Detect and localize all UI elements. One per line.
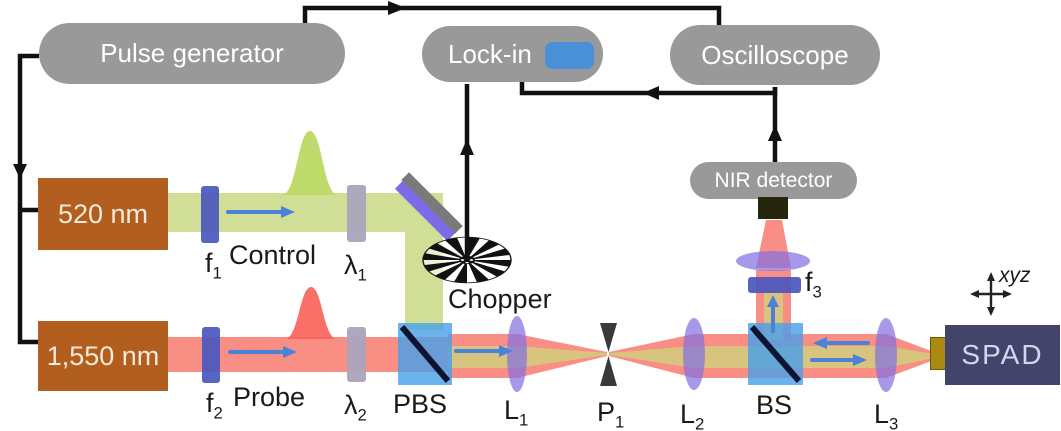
laser-1550nm-label: 1,550 nm	[46, 340, 160, 371]
nir-detector-label: NIR detector	[714, 168, 833, 192]
signal-arrowheads	[13, 1, 782, 179]
mirror-front-bar	[394, 180, 456, 242]
label-f1: f1	[205, 248, 222, 283]
laser-520nm-label: 520 nm	[57, 198, 149, 229]
pulse-generator-box: Pulse generator	[39, 23, 345, 84]
arrowhead-down	[13, 164, 27, 179]
pbs-cube	[398, 323, 452, 385]
pulse-generator-label: Pulse generator	[100, 38, 284, 68]
pinhole-p1	[600, 323, 617, 386]
arrowhead-right	[388, 1, 406, 15]
waveplates	[347, 185, 366, 382]
arrowhead-up-lockin	[460, 139, 474, 155]
arrowhead-up-oscilloscope	[768, 125, 782, 141]
label-probe: Probe	[233, 382, 306, 412]
waveplate-lambda1	[347, 185, 366, 242]
laser-520nm-box: 520 nm	[38, 178, 168, 250]
oscilloscope-label: Oscilloscope	[701, 39, 849, 70]
signal-line-pulsegen-to-oscilloscope	[302, 5, 722, 27]
signal-line-pulsegen-to-lasers	[17, 53, 39, 345]
oscilloscope-box: Oscilloscope	[670, 25, 880, 85]
label-f3: f3	[805, 267, 822, 302]
label-pbs: PBS	[393, 389, 448, 419]
probe-pulse-shape	[286, 287, 336, 339]
lenses	[507, 251, 897, 392]
nir-detector-box: NIR detector	[690, 162, 857, 199]
spad-box: SPAD	[945, 325, 1060, 385]
label-xyz-axes: xyz	[999, 264, 1031, 287]
label-lambda2: λ2	[344, 390, 367, 425]
filter-f1	[201, 186, 219, 243]
mirror	[394, 172, 463, 242]
filter-f2	[202, 327, 220, 383]
xyz-stage-marker	[970, 272, 1012, 316]
label-f2: f2	[206, 388, 223, 423]
nir-collection-lens	[736, 251, 810, 271]
label-chopper: Chopper	[448, 284, 552, 314]
filters	[201, 186, 801, 383]
bs-cube	[748, 323, 803, 385]
beam-direction-arrows	[226, 206, 870, 366]
label-l1: L1	[504, 395, 529, 430]
spad-label: SPAD	[961, 339, 1044, 370]
green-beam-group	[160, 131, 443, 330]
lock-in-box: Lock-in	[422, 26, 603, 82]
label-control: Control	[229, 240, 317, 270]
waveplate-lambda2	[347, 327, 366, 382]
chopper-blades	[422, 237, 512, 283]
label-l3: L3	[874, 399, 899, 431]
lock-in-screen	[545, 42, 594, 69]
laser-1550nm-box: 1,550 nm	[38, 321, 168, 391]
label-p1: P1	[597, 397, 625, 431]
lock-in-label: Lock-in	[448, 38, 532, 69]
label-lambda1: λ1	[344, 250, 367, 285]
label-l2: L2	[680, 399, 705, 431]
mirror-back-bar	[401, 172, 463, 234]
lens-l2	[683, 318, 705, 390]
arrowhead-left-lockin	[643, 86, 659, 100]
control-pulse-shape	[283, 131, 337, 195]
filter-f3	[748, 277, 801, 293]
nir-detector-chip	[758, 197, 788, 219]
lens-l1	[507, 316, 527, 392]
label-bs: BS	[756, 390, 793, 420]
green-beam	[160, 193, 443, 330]
lens-l3	[875, 318, 897, 392]
